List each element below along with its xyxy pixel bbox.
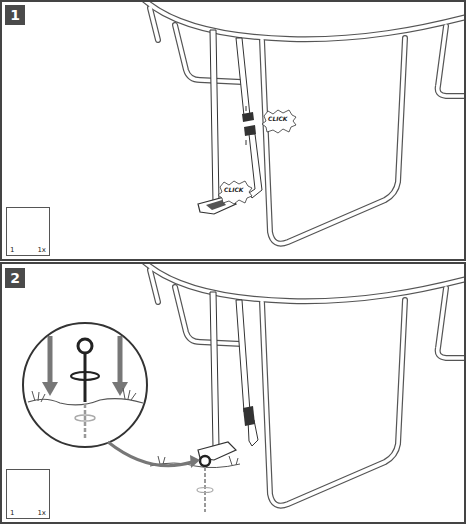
- part-number: 1: [10, 509, 14, 517]
- parts-box: 1 1x: [6, 469, 50, 519]
- step-number: 1: [5, 5, 25, 25]
- part-number: 1: [10, 246, 14, 254]
- step-number: 2: [10, 270, 20, 286]
- click-sound: CLICK: [268, 115, 288, 122]
- parts-box: 1 1x: [6, 207, 50, 256]
- step-number: 1: [10, 7, 20, 23]
- quantity: 1x: [37, 509, 46, 517]
- quantity: 1x: [37, 246, 46, 254]
- step-number: 2: [5, 268, 25, 288]
- click-sound: CLICK: [224, 186, 244, 193]
